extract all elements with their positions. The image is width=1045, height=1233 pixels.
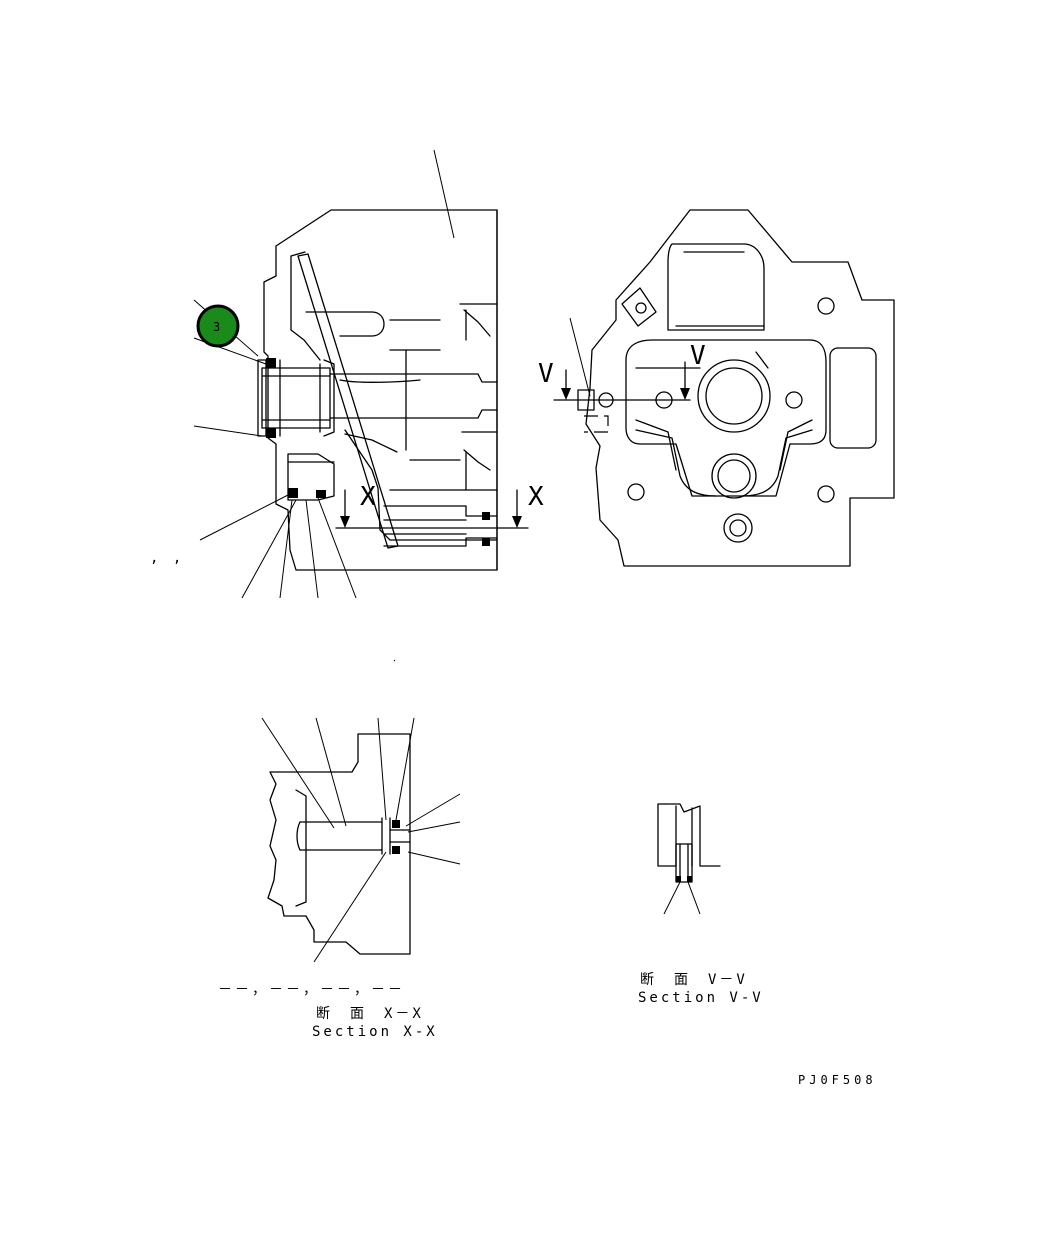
side-view: X X , , <box>150 149 544 599</box>
section-xx-title-jp: 断 面 X－X <box>316 1006 424 1022</box>
section-mark-v-right: V <box>690 341 706 371</box>
section-xx-title-en: Section X-X <box>312 1024 438 1040</box>
section-vv-view: 断 面 V－V Section V-V <box>638 803 764 1006</box>
section-mark-v-left: V <box>538 359 554 389</box>
section-vv-title-jp: 断 面 V－V <box>640 972 748 988</box>
callout-badge[interactable]: 3 <box>196 304 240 348</box>
part-reference-list: －－，－－，－－，－－ <box>218 982 405 998</box>
section-mark-x-right: X <box>528 482 544 512</box>
section-mark-x-left: X <box>360 482 376 512</box>
callout-number: 3 <box>213 320 220 334</box>
stray-marks: , , <box>150 550 184 566</box>
drawing-code: PJ0F508 <box>798 1073 877 1087</box>
front-view: V V <box>538 209 895 567</box>
section-vv-title-en: Section V-V <box>638 990 764 1006</box>
section-xx-view: －－，－－，－－，－－ 断 面 X－X Section X-X <box>218 659 461 1040</box>
